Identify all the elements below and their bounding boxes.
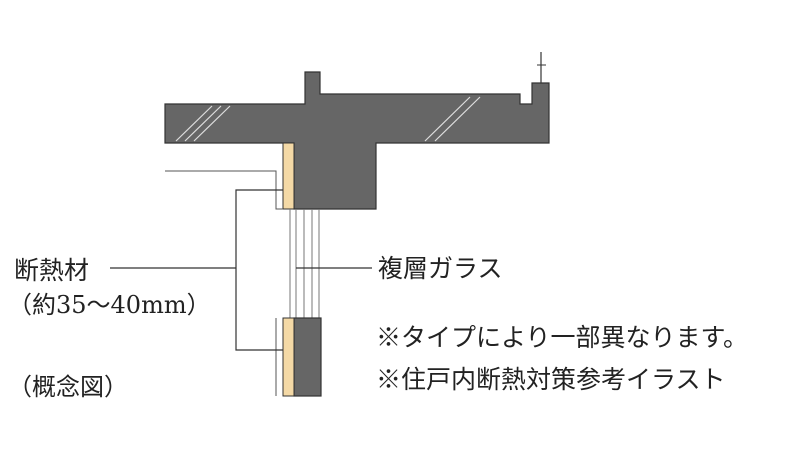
insulation-leader	[110, 189, 283, 351]
insulation-spec-label: （約35～40mm）	[8, 291, 211, 319]
slab-hatching	[175, 96, 481, 142]
note-type-difference: ※タイプにより一部異なります。	[376, 323, 749, 352]
glass-label: 複層ガラス	[378, 254, 503, 283]
concrete-lower	[293, 317, 322, 397]
double-glazing	[289, 209, 320, 318]
concept-label: （概念図）	[8, 373, 128, 401]
insulation-upper	[282, 142, 295, 210]
insulation-label: 断熱材	[14, 256, 90, 285]
insulation-lower	[282, 317, 295, 397]
note-reference-illustration: ※住戸内断熱対策参考イラスト	[376, 365, 726, 394]
concrete-slab	[164, 71, 550, 210]
